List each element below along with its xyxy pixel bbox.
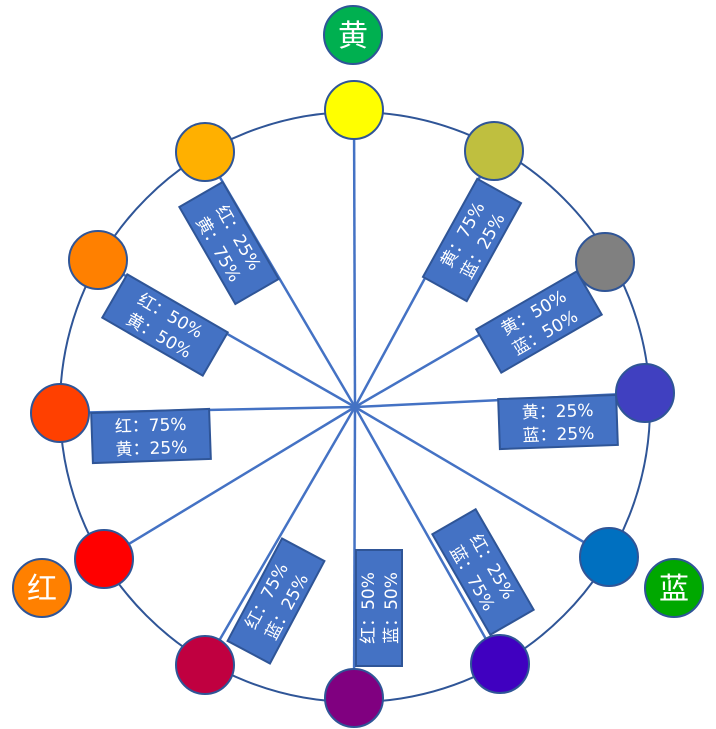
mix-ratio-line1: 黄：25% bbox=[521, 401, 593, 423]
mix-ratio-line1: 红：75% bbox=[114, 415, 186, 437]
mix-ratio-box: 红：50%蓝：50% bbox=[355, 549, 403, 667]
primary-badge-red bbox=[12, 558, 72, 618]
primary-badge-yellow bbox=[323, 5, 383, 65]
mix-ratio-box: 红：75%黄：25% bbox=[90, 407, 212, 465]
spoke-line bbox=[352, 109, 357, 408]
color-dot-orange bbox=[68, 230, 128, 290]
color-dot-blue-violet bbox=[615, 363, 675, 423]
primary-badge-blue bbox=[644, 558, 704, 618]
spoke-line bbox=[103, 405, 356, 561]
color-dot-blue bbox=[579, 527, 639, 587]
color-dot-red-orange bbox=[30, 383, 90, 443]
mix-ratio-box: 黄：50%蓝：50% bbox=[474, 269, 604, 375]
mix-ratio-box: 黄：75%蓝：25% bbox=[421, 177, 523, 303]
spoke-line bbox=[354, 405, 610, 559]
primary-label-yellow: 黄 bbox=[338, 19, 368, 54]
mix-ratio-box: 红：50%黄：50% bbox=[100, 272, 230, 378]
spoke-line bbox=[352, 406, 357, 699]
mix-ratio-box: 红：25%黄：75% bbox=[177, 180, 281, 306]
spoke-line bbox=[353, 406, 502, 665]
color-dot-yellow-green bbox=[464, 121, 524, 181]
primary-label-blue: 蓝 bbox=[659, 572, 689, 607]
color-dot-purple bbox=[324, 668, 384, 728]
mix-ratio-line2: 蓝：50% bbox=[382, 572, 402, 644]
color-dot-yellow bbox=[324, 80, 384, 140]
mix-ratio-line2: 蓝：25% bbox=[522, 424, 594, 446]
color-dot-red bbox=[74, 529, 134, 589]
color-dot-violet bbox=[470, 634, 530, 694]
mix-ratio-box: 黄：25%蓝：25% bbox=[497, 393, 619, 451]
color-dot-gray bbox=[575, 232, 635, 292]
color-dot-yellow-orange bbox=[175, 122, 235, 182]
color-dot-red-purple bbox=[175, 635, 235, 695]
primary-label-red: 红 bbox=[27, 572, 57, 607]
spoke-line bbox=[203, 406, 357, 666]
mix-ratio-line1: 红：50% bbox=[359, 572, 379, 644]
mix-ratio-line2: 黄：25% bbox=[115, 438, 187, 460]
